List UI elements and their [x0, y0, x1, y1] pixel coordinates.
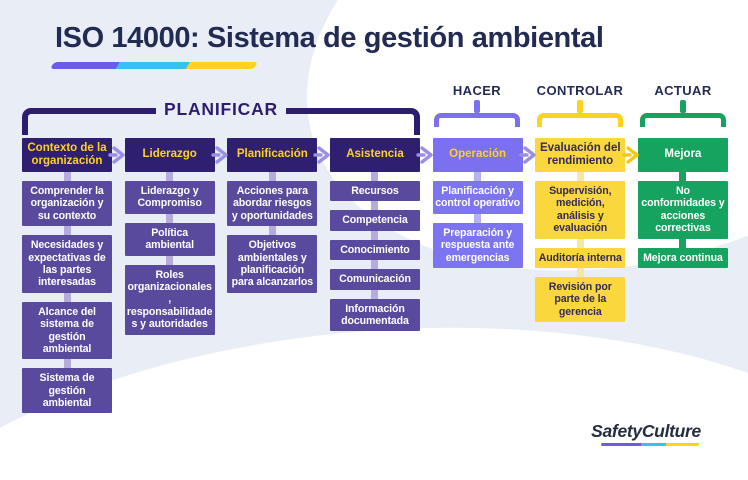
connector-stub — [371, 230, 379, 240]
connector-stub — [576, 267, 584, 277]
item-box: Mejora continua — [637, 247, 728, 268]
column-header: Liderazgo — [124, 138, 215, 172]
connector-stub — [371, 289, 379, 299]
arrow-right-icon — [416, 145, 436, 165]
item-box: Recursos — [329, 181, 420, 202]
connector-stub — [268, 172, 276, 181]
column-asistencia: Asistencia Recursos Competencia Conocimi… — [329, 138, 420, 332]
connector-stub — [268, 226, 276, 236]
item-box: Acciones para abordar riesgos y oportuni… — [227, 181, 318, 227]
item-box: Información documentada — [329, 298, 420, 332]
connector-stub — [166, 172, 174, 181]
connector-stub — [679, 238, 687, 248]
item-box: Sistema de gestión ambiental — [22, 368, 112, 414]
arrow-right-icon — [108, 145, 128, 165]
bracket-left — [22, 108, 156, 135]
page-title: ISO 14000: Sistema de gestión ambiental — [55, 22, 604, 54]
bracket-bar — [434, 113, 520, 127]
item-box: Revisión por parte de la gerencia — [535, 276, 626, 323]
underline-segment-cyan — [641, 443, 666, 446]
connector-stub — [576, 172, 584, 181]
connector-stub — [166, 255, 174, 265]
title-underline — [49, 62, 259, 69]
column-contexto: Contexto de la organización Comprender l… — [22, 138, 112, 414]
phase-hacer: HACER — [432, 84, 522, 127]
column-header: Operación — [432, 138, 523, 172]
item-box: Roles organizacionales, responsabilidade… — [124, 264, 215, 335]
phase-label-planificar: PLANIFICAR — [164, 99, 278, 119]
item-box: Comprender la organización y su contexto — [22, 181, 112, 227]
item-box: Política ambiental — [124, 222, 215, 256]
item-box: No conformidades y acciones correctivas — [637, 181, 728, 239]
connector-stub — [63, 359, 71, 369]
item-box: Liderazgo y Compromiso — [124, 181, 215, 214]
column-header: Mejora — [637, 138, 728, 172]
connector-stub — [371, 172, 379, 181]
connector-stub — [63, 292, 71, 302]
logo-underline — [601, 443, 699, 446]
arrow-right-icon — [210, 145, 231, 165]
column-header: Planificación — [227, 138, 318, 172]
connector-stub — [63, 172, 71, 181]
underline-segment-yellow — [666, 443, 699, 446]
phase-label-hacer: HACER — [452, 83, 502, 98]
phase-label-actuar: ACTUAR — [654, 83, 712, 98]
column-operacion: Operación Planificación y control operat… — [432, 138, 523, 268]
underline-segment-purple — [601, 443, 641, 446]
column-header: Contexto de la organización — [22, 138, 112, 172]
connector-stub — [371, 201, 379, 211]
bracket-stem — [577, 100, 583, 113]
item-box: Conocimiento — [329, 239, 420, 261]
underline-segment-purple — [49, 62, 121, 69]
connector-stub — [63, 226, 71, 236]
arrow-right-icon — [313, 145, 333, 165]
logo-text: SafetyCulture — [591, 421, 701, 441]
arrow-right-icon — [621, 145, 642, 165]
phase-label-controlar: CONTROLAR — [536, 83, 624, 98]
bracket-stem — [680, 100, 686, 113]
safetyculture-logo: SafetyCulture — [591, 421, 701, 446]
diagram-grid: Contexto de la organización Comprender l… — [22, 138, 728, 414]
connector-stub — [166, 213, 174, 223]
phase-controlar: CONTROLAR — [535, 84, 625, 127]
column-liderazgo: Liderazgo Liderazgo y Compromiso Polític… — [124, 138, 215, 335]
item-box: Comunicación — [329, 269, 420, 290]
item-box: Objetivos ambientales y planificación pa… — [227, 235, 318, 293]
connector-stub — [576, 238, 584, 248]
item-box: Alcance del sistema de gestión ambiental — [22, 301, 112, 360]
arrow-right-icon — [519, 145, 539, 165]
connector-stub — [474, 213, 482, 223]
column-planificacion: Planificación Acciones para abordar ries… — [227, 138, 318, 293]
connector-stub — [679, 172, 687, 181]
bracket-right — [286, 108, 420, 135]
phase-actuar: ACTUAR — [638, 84, 728, 127]
connector-stub — [371, 260, 379, 270]
item-box: Preparación y respuesta ante emergencias — [432, 222, 523, 268]
item-box: Supervisión, medición, análisis y evalua… — [535, 181, 626, 239]
item-box: Competencia — [329, 210, 420, 231]
item-box: Necesidades y expectativas de las partes… — [22, 235, 112, 293]
item-box: Auditoría interna — [535, 247, 626, 268]
column-evaluacion: Evaluación del rendimiento Supervisión, … — [535, 138, 626, 323]
column-header: Evaluación del rendimiento — [535, 138, 626, 172]
column-header: Asistencia — [329, 138, 420, 172]
bracket-stem — [474, 100, 480, 113]
bracket-bar — [640, 113, 726, 127]
connector-stub — [474, 172, 482, 181]
underline-segment-cyan — [115, 62, 191, 69]
column-mejora: Mejora No conformidades y acciones corre… — [637, 138, 728, 268]
bracket-bar — [537, 113, 623, 127]
phase-planificar: PLANIFICAR — [22, 99, 420, 135]
item-box: Planificación y control operativo — [432, 181, 523, 214]
underline-segment-yellow — [185, 62, 259, 69]
